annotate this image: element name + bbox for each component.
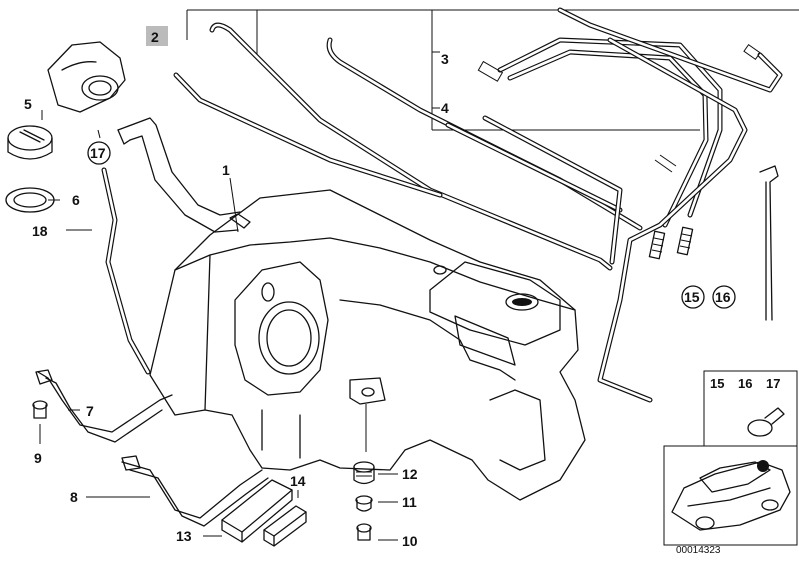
hose-clip-icon — [747, 407, 785, 437]
label-18: 18 — [32, 223, 48, 239]
rubber-pad-13 — [221, 479, 293, 543]
label-11: 11 — [402, 494, 417, 510]
inset-label-16: 16 — [738, 376, 752, 391]
fuel-cap — [7, 125, 53, 160]
label-1: 1 — [222, 162, 230, 178]
bushing-11 — [355, 495, 373, 512]
fuel-lines-group — [173, 7, 799, 403]
label-3: 3 — [441, 51, 449, 67]
label-7: 7 — [86, 403, 94, 419]
label-13: 13 — [176, 528, 192, 544]
vent-hose — [101, 167, 151, 375]
label-12: 12 — [402, 466, 418, 482]
label-16-circle — [712, 285, 736, 309]
car-silhouette-icon — [671, 460, 791, 531]
label-17: 17 — [90, 145, 106, 161]
bolt-10 — [356, 523, 372, 541]
label-15: 15 — [684, 289, 700, 305]
label-17-circle — [87, 141, 111, 165]
fuel-tank — [149, 189, 586, 501]
bolt-9 — [32, 400, 48, 419]
cable-tie — [759, 165, 779, 321]
filler-gasket-ring — [5, 187, 55, 213]
filler-neck — [117, 117, 241, 233]
inset-label-15: 15 — [710, 376, 724, 391]
label-4: 4 — [441, 100, 449, 116]
label-5: 5 — [24, 96, 32, 112]
tank-strap-center — [121, 455, 269, 527]
label-2-highlight — [146, 26, 168, 46]
quick-connector-15 — [648, 230, 666, 260]
label-2: 2 — [151, 29, 159, 45]
rubber-pad-14 — [263, 505, 307, 547]
label-10: 10 — [402, 533, 418, 549]
label-14: 14 — [290, 473, 306, 489]
leader-lines — [39, 110, 398, 541]
inset-label-17: 17 — [766, 376, 780, 391]
inset-box: 15 16 17 — [663, 370, 798, 546]
label-6: 6 — [72, 192, 80, 208]
label-9: 9 — [34, 450, 42, 466]
label-8: 8 — [70, 489, 78, 505]
label-16: 16 — [715, 289, 731, 305]
quick-connector-16 — [676, 226, 694, 256]
diagram-code: 00014323 — [676, 545, 721, 556]
label-15-circle — [681, 285, 705, 309]
grommet-12 — [353, 461, 375, 485]
tank-strap-left — [35, 369, 173, 443]
filler-housing — [47, 41, 126, 113]
